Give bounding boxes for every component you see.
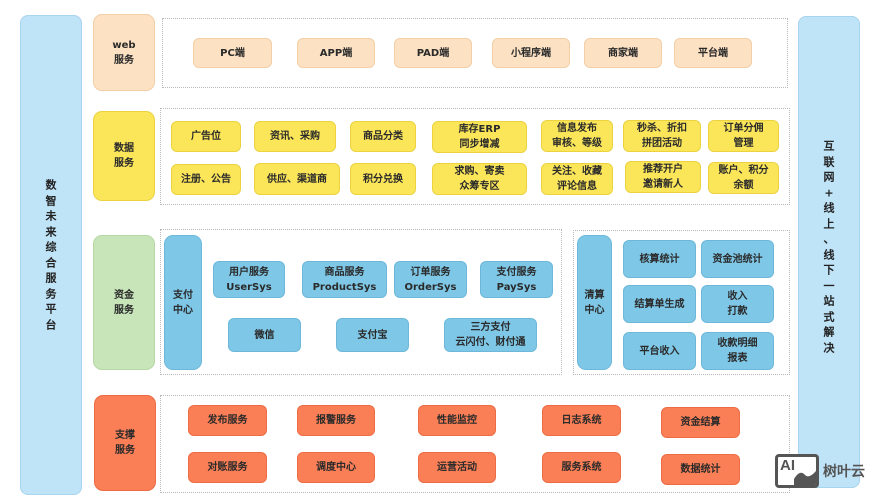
data-item-supplier: 供应、渠道商 bbox=[254, 163, 340, 195]
ai-image-icon: AI bbox=[775, 454, 819, 488]
support-item-scheduler: 调度中心 bbox=[297, 452, 375, 483]
solution-side-bar-label: 互 联 网 + 线 上 、 线 下 一 站 式 解 决 bbox=[823, 139, 835, 355]
payment-center-label: 支付 中心 bbox=[164, 235, 202, 370]
fund-item-wechat: 微信 bbox=[228, 318, 301, 352]
data-item-follow-favorite: 关注、收藏 评论信息 bbox=[541, 163, 613, 195]
web-item-miniprogram: 小程序端 bbox=[492, 38, 570, 68]
data-item-referral: 推荐开户 邀请新人 bbox=[625, 161, 701, 193]
support-service-category: 支撑 服务 bbox=[94, 395, 156, 491]
fund-item-productsys: 商品服务 ProductSys bbox=[302, 261, 387, 298]
payment-center-panel bbox=[160, 229, 562, 375]
fund-service-category: 资金 服务 bbox=[93, 235, 155, 370]
fund-item-ordersys: 订单服务 OrderSys bbox=[394, 261, 467, 298]
web-item-platform: 平台端 bbox=[674, 38, 752, 68]
support-item-reconciliation: 对账服务 bbox=[188, 452, 267, 483]
support-item-logging: 日志系统 bbox=[542, 405, 621, 436]
support-item-alert: 报警服务 bbox=[297, 405, 375, 436]
data-service-category: 数据 服务 bbox=[93, 111, 155, 201]
data-item-flash-sale: 秒杀、折扣 拼团活动 bbox=[623, 120, 701, 152]
data-item-wanted-consign: 求购、寄卖 众筹专区 bbox=[432, 163, 527, 195]
support-item-fund-settlement: 资金结算 bbox=[661, 407, 740, 438]
support-item-operations: 运营活动 bbox=[418, 452, 496, 483]
platform-side-bar-label: 数 智 未 来 综 合 服 务 平 台 bbox=[45, 178, 57, 332]
clearing-item-income-payout: 收入 打款 bbox=[701, 285, 774, 323]
support-item-release: 发布服务 bbox=[188, 405, 267, 436]
mountain-icon bbox=[794, 471, 816, 485]
data-item-news-purchase: 资讯、采购 bbox=[254, 121, 336, 152]
clearing-center-label: 清算 中心 bbox=[577, 235, 612, 370]
platform-side-bar: 数 智 未 来 综 合 服 务 平 台 bbox=[20, 15, 82, 495]
web-item-pad: PAD端 bbox=[394, 38, 472, 68]
support-item-service-system: 服务系统 bbox=[542, 452, 621, 483]
data-item-ad-slot: 广告位 bbox=[171, 121, 241, 152]
clearing-item-platform-income: 平台收入 bbox=[623, 332, 696, 370]
web-item-app: APP端 bbox=[297, 38, 375, 68]
clearing-item-settlement: 结算单生成 bbox=[623, 285, 696, 323]
data-item-commission: 订单分佣 管理 bbox=[708, 120, 779, 152]
support-item-data-stats: 数据统计 bbox=[661, 454, 740, 485]
watermark-text: 树叶云 bbox=[823, 464, 865, 480]
web-item-merchant: 商家端 bbox=[584, 38, 662, 68]
clearing-item-fund-pool: 资金池统计 bbox=[701, 240, 774, 278]
clearing-item-accounting: 核算统计 bbox=[623, 240, 696, 278]
data-item-category: 商品分类 bbox=[350, 121, 416, 152]
support-item-monitoring: 性能监控 bbox=[418, 405, 496, 436]
web-item-pc: PC端 bbox=[193, 38, 272, 68]
clearing-item-receipt-report: 收款明细 报表 bbox=[701, 332, 774, 370]
watermark-logo: AI 树叶云 bbox=[775, 454, 865, 488]
data-item-register-notice: 注册、公告 bbox=[171, 164, 241, 195]
data-item-info-publish: 信息发布 审核、等级 bbox=[541, 120, 613, 152]
solution-side-bar: 互 联 网 + 线 上 、 线 下 一 站 式 解 决 bbox=[798, 16, 860, 488]
fund-item-alipay: 支付宝 bbox=[336, 318, 409, 352]
fund-item-paysys: 支付服务 PaySys bbox=[480, 261, 553, 298]
fund-item-usersys: 用户服务 UserSys bbox=[213, 261, 285, 298]
web-service-category: web 服务 bbox=[93, 14, 155, 91]
data-item-erp: 库存ERP 同步增减 bbox=[432, 121, 527, 153]
data-item-account-points: 账户、积分 余额 bbox=[708, 162, 779, 194]
fund-item-third-party-pay: 三方支付 云闪付、财付通 bbox=[444, 318, 537, 352]
data-item-points-exchange: 积分兑换 bbox=[350, 163, 416, 195]
